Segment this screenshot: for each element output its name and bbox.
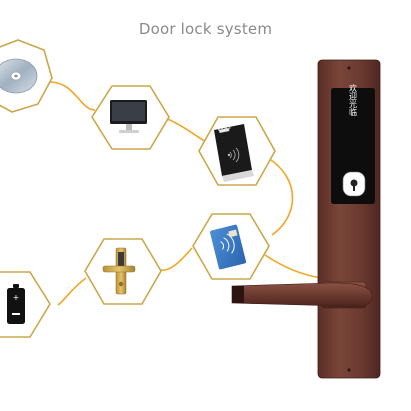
node-card (192, 213, 270, 280)
connector-encoder-card (267, 157, 294, 236)
monitor-icon (110, 100, 147, 133)
lock-display-panel (331, 88, 375, 204)
node-computer (91, 85, 170, 150)
rfid-card-icon (210, 224, 246, 270)
node-encoder: KKAS (198, 116, 276, 186)
lock-handle-lever (231, 282, 373, 308)
gold-door-lock-icon (102, 247, 136, 295)
cd-disc-icon (0, 58, 38, 94)
connector-disc-computer (49, 81, 96, 111)
connector-lock-battery (57, 277, 87, 306)
card-encoder-icon: KKAS (214, 124, 254, 182)
welcome-text: 欢迎光临 (349, 83, 358, 117)
connector-card-lock (159, 247, 193, 272)
connector-lines (49, 81, 323, 306)
node-lock (84, 238, 162, 305)
diagram-title: Door lock system (138, 20, 273, 38)
encoder-brand-label: KKAS (217, 125, 231, 133)
door-lock-device: 欢迎光临 (231, 59, 381, 379)
node-disc (0, 39, 53, 113)
battery-icon: + (7, 284, 25, 324)
connector-card-doorlock (264, 254, 323, 279)
svg-text:+: + (13, 293, 20, 302)
node-battery: + (0, 271, 51, 338)
